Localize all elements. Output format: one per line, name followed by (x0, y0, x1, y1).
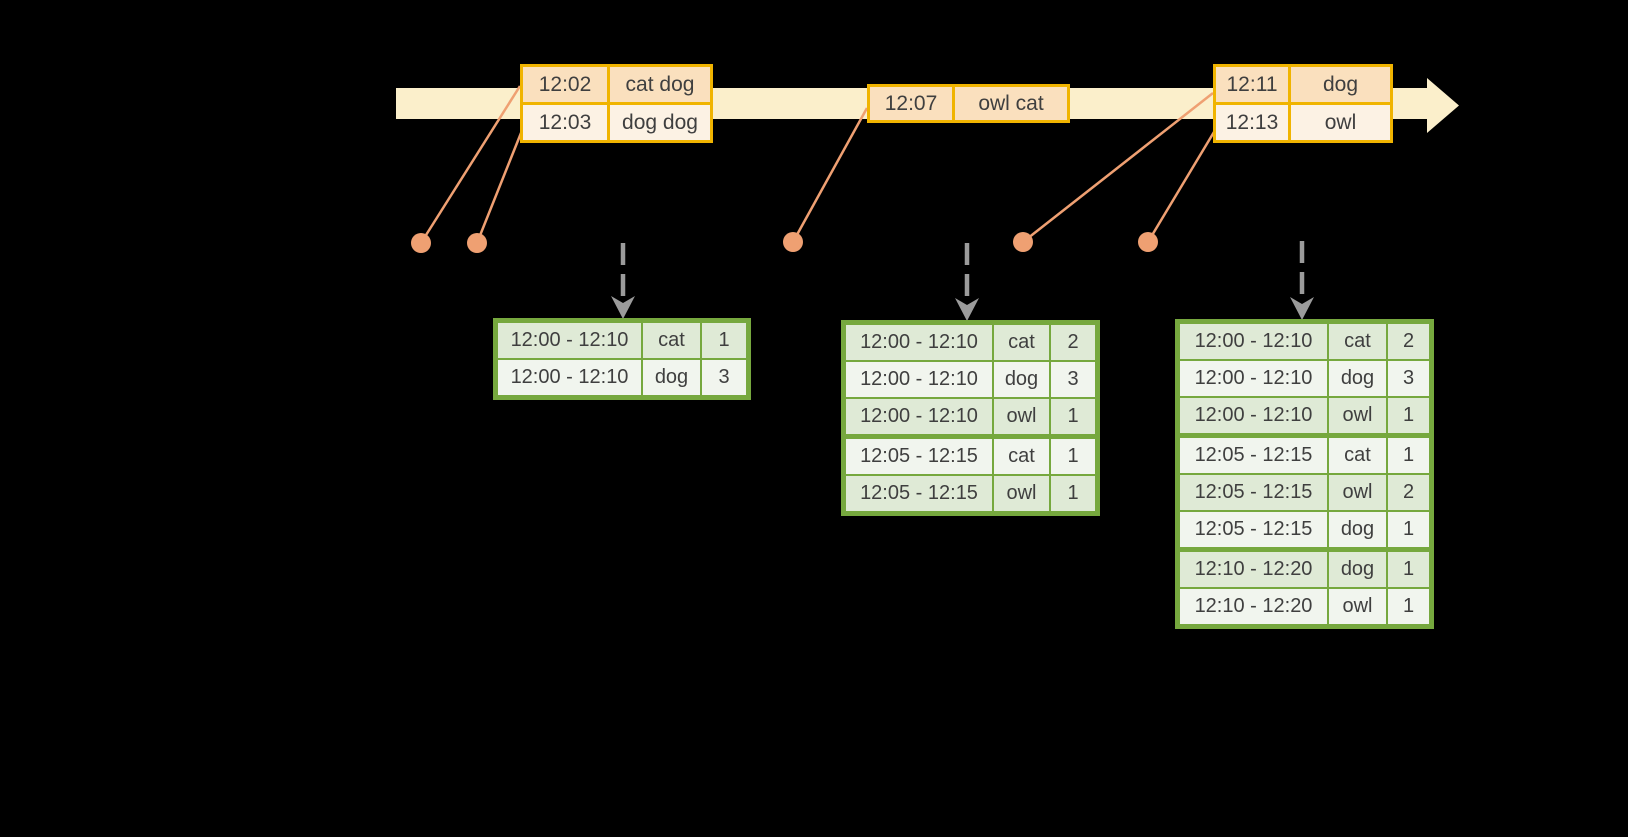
words-cell: owl cat (952, 84, 1070, 123)
table-row: 12:13 owl (1213, 102, 1393, 143)
window-cell: 12:00 - 12:10 (846, 325, 992, 360)
count-cell: 2 (1049, 325, 1095, 360)
word-cell: cat (1327, 438, 1386, 473)
window-cell: 12:05 - 12:15 (846, 476, 992, 511)
result-table-2: 12:00 - 12:10 cat 2 12:00 - 12:10 dog 3 … (841, 320, 1100, 516)
table-row: 12:00 - 12:10 owl 1 (1180, 396, 1429, 433)
words-cell: dog dog (607, 102, 713, 143)
event-dots (411, 232, 1158, 253)
window-cell: 12:05 - 12:15 (1180, 438, 1327, 473)
time-cell: 12:11 (1213, 64, 1291, 105)
word-cell: dog (1327, 361, 1386, 396)
words-cell: cat dog (607, 64, 713, 105)
table-row: 12:00 - 12:10 cat 2 (846, 325, 1095, 360)
count-cell: 2 (1386, 475, 1429, 510)
window-cell: 12:10 - 12:20 (1180, 552, 1327, 587)
window-cell: 12:00 - 12:10 (498, 360, 641, 395)
trigger-arrow-icon (611, 243, 635, 319)
window-cell: 12:10 - 12:20 (1180, 589, 1327, 624)
count-cell: 1 (1386, 438, 1429, 473)
count-cell: 3 (700, 360, 746, 395)
window-cell: 12:00 - 12:10 (1180, 398, 1327, 433)
word-cell: owl (1327, 589, 1386, 624)
table-row: 12:00 - 12:10 owl 1 (846, 397, 1095, 434)
input-table-3: 12:11 dog 12:13 owl (1213, 64, 1393, 143)
event-connector-line (1146, 131, 1216, 243)
input-table-1: 12:02 cat dog 12:03 dog dog (520, 64, 713, 143)
count-cell: 1 (1386, 398, 1429, 433)
event-dot (1013, 232, 1033, 252)
window-cell: 12:00 - 12:10 (1180, 324, 1327, 359)
event-connectors (419, 85, 1216, 244)
count-cell: 1 (1386, 552, 1429, 587)
table-row: 12:11 dog (1213, 64, 1393, 105)
word-cell: cat (641, 323, 700, 358)
word-cell: dog (992, 362, 1049, 397)
result-table-3: 12:00 - 12:10 cat 2 12:00 - 12:10 dog 3 … (1175, 319, 1434, 629)
time-cell: 12:07 (867, 84, 955, 123)
table-row: 12:05 - 12:15 owl 1 (846, 474, 1095, 511)
table-row: 12:00 - 12:10 dog 3 (498, 358, 746, 395)
word-cell: dog (1327, 512, 1386, 547)
word-cell: cat (992, 439, 1049, 474)
table-row: 12:02 cat dog (520, 64, 713, 105)
count-cell: 1 (1049, 399, 1095, 434)
window-cell: 12:05 - 12:15 (1180, 475, 1327, 510)
trigger-arrows (611, 241, 1314, 321)
trigger-arrow-icon (955, 243, 979, 321)
event-connector-line (419, 85, 522, 244)
count-cell: 3 (1049, 362, 1095, 397)
words-cell: owl (1288, 102, 1393, 143)
event-connector-line (791, 107, 869, 243)
table-row: 12:03 dog dog (520, 102, 713, 143)
time-cell: 12:13 (1213, 102, 1291, 143)
event-connector-line (1022, 92, 1214, 243)
window-cell: 12:05 - 12:15 (846, 439, 992, 474)
event-connector-line (475, 127, 525, 244)
table-row: 12:00 - 12:10 cat 1 (498, 323, 746, 358)
window-cell: 12:00 - 12:10 (846, 399, 992, 434)
event-dot (783, 232, 803, 252)
count-cell: 1 (1049, 476, 1095, 511)
table-row: 12:05 - 12:15 owl 2 (1180, 473, 1429, 510)
time-cell: 12:02 (520, 64, 610, 105)
words-cell: dog (1288, 64, 1393, 105)
table-row: 12:07 owl cat (867, 84, 1070, 123)
count-cell: 1 (1049, 439, 1095, 474)
word-cell: owl (992, 476, 1049, 511)
count-cell: 1 (1386, 589, 1429, 624)
count-cell: 3 (1386, 361, 1429, 396)
input-table-2: 12:07 owl cat (867, 84, 1070, 123)
table-row: 12:05 - 12:15 dog 1 (1180, 510, 1429, 547)
word-cell: owl (1327, 398, 1386, 433)
table-row: 12:00 - 12:10 dog 3 (846, 360, 1095, 397)
table-row: 12:00 - 12:10 dog 3 (1180, 359, 1429, 396)
result-table-1: 12:00 - 12:10 cat 1 12:00 - 12:10 dog 3 (493, 318, 751, 400)
window-cell: 12:05 - 12:15 (1180, 512, 1327, 547)
table-row: 12:10 - 12:20 owl 1 (1180, 587, 1429, 624)
time-cell: 12:03 (520, 102, 610, 143)
window-cell: 12:00 - 12:10 (846, 362, 992, 397)
table-row: 12:05 - 12:15 cat 1 (1180, 433, 1429, 473)
table-row: 12:00 - 12:10 cat 2 (1180, 324, 1429, 359)
table-row: 12:10 - 12:20 dog 1 (1180, 547, 1429, 587)
count-cell: 2 (1386, 324, 1429, 359)
word-cell: dog (1327, 552, 1386, 587)
word-cell: owl (992, 399, 1049, 434)
count-cell: 1 (700, 323, 746, 358)
count-cell: 1 (1386, 512, 1429, 547)
word-cell: owl (1327, 475, 1386, 510)
word-cell: cat (992, 325, 1049, 360)
event-dot (1138, 232, 1158, 252)
window-cell: 12:00 - 12:10 (1180, 361, 1327, 396)
axis-arrowhead-icon (1427, 78, 1459, 133)
event-dot (411, 233, 431, 253)
word-cell: dog (641, 360, 700, 395)
trigger-arrow-icon (1290, 241, 1314, 320)
word-cell: cat (1327, 324, 1386, 359)
table-row: 12:05 - 12:15 cat 1 (846, 434, 1095, 474)
window-cell: 12:00 - 12:10 (498, 323, 641, 358)
event-dot (467, 233, 487, 253)
